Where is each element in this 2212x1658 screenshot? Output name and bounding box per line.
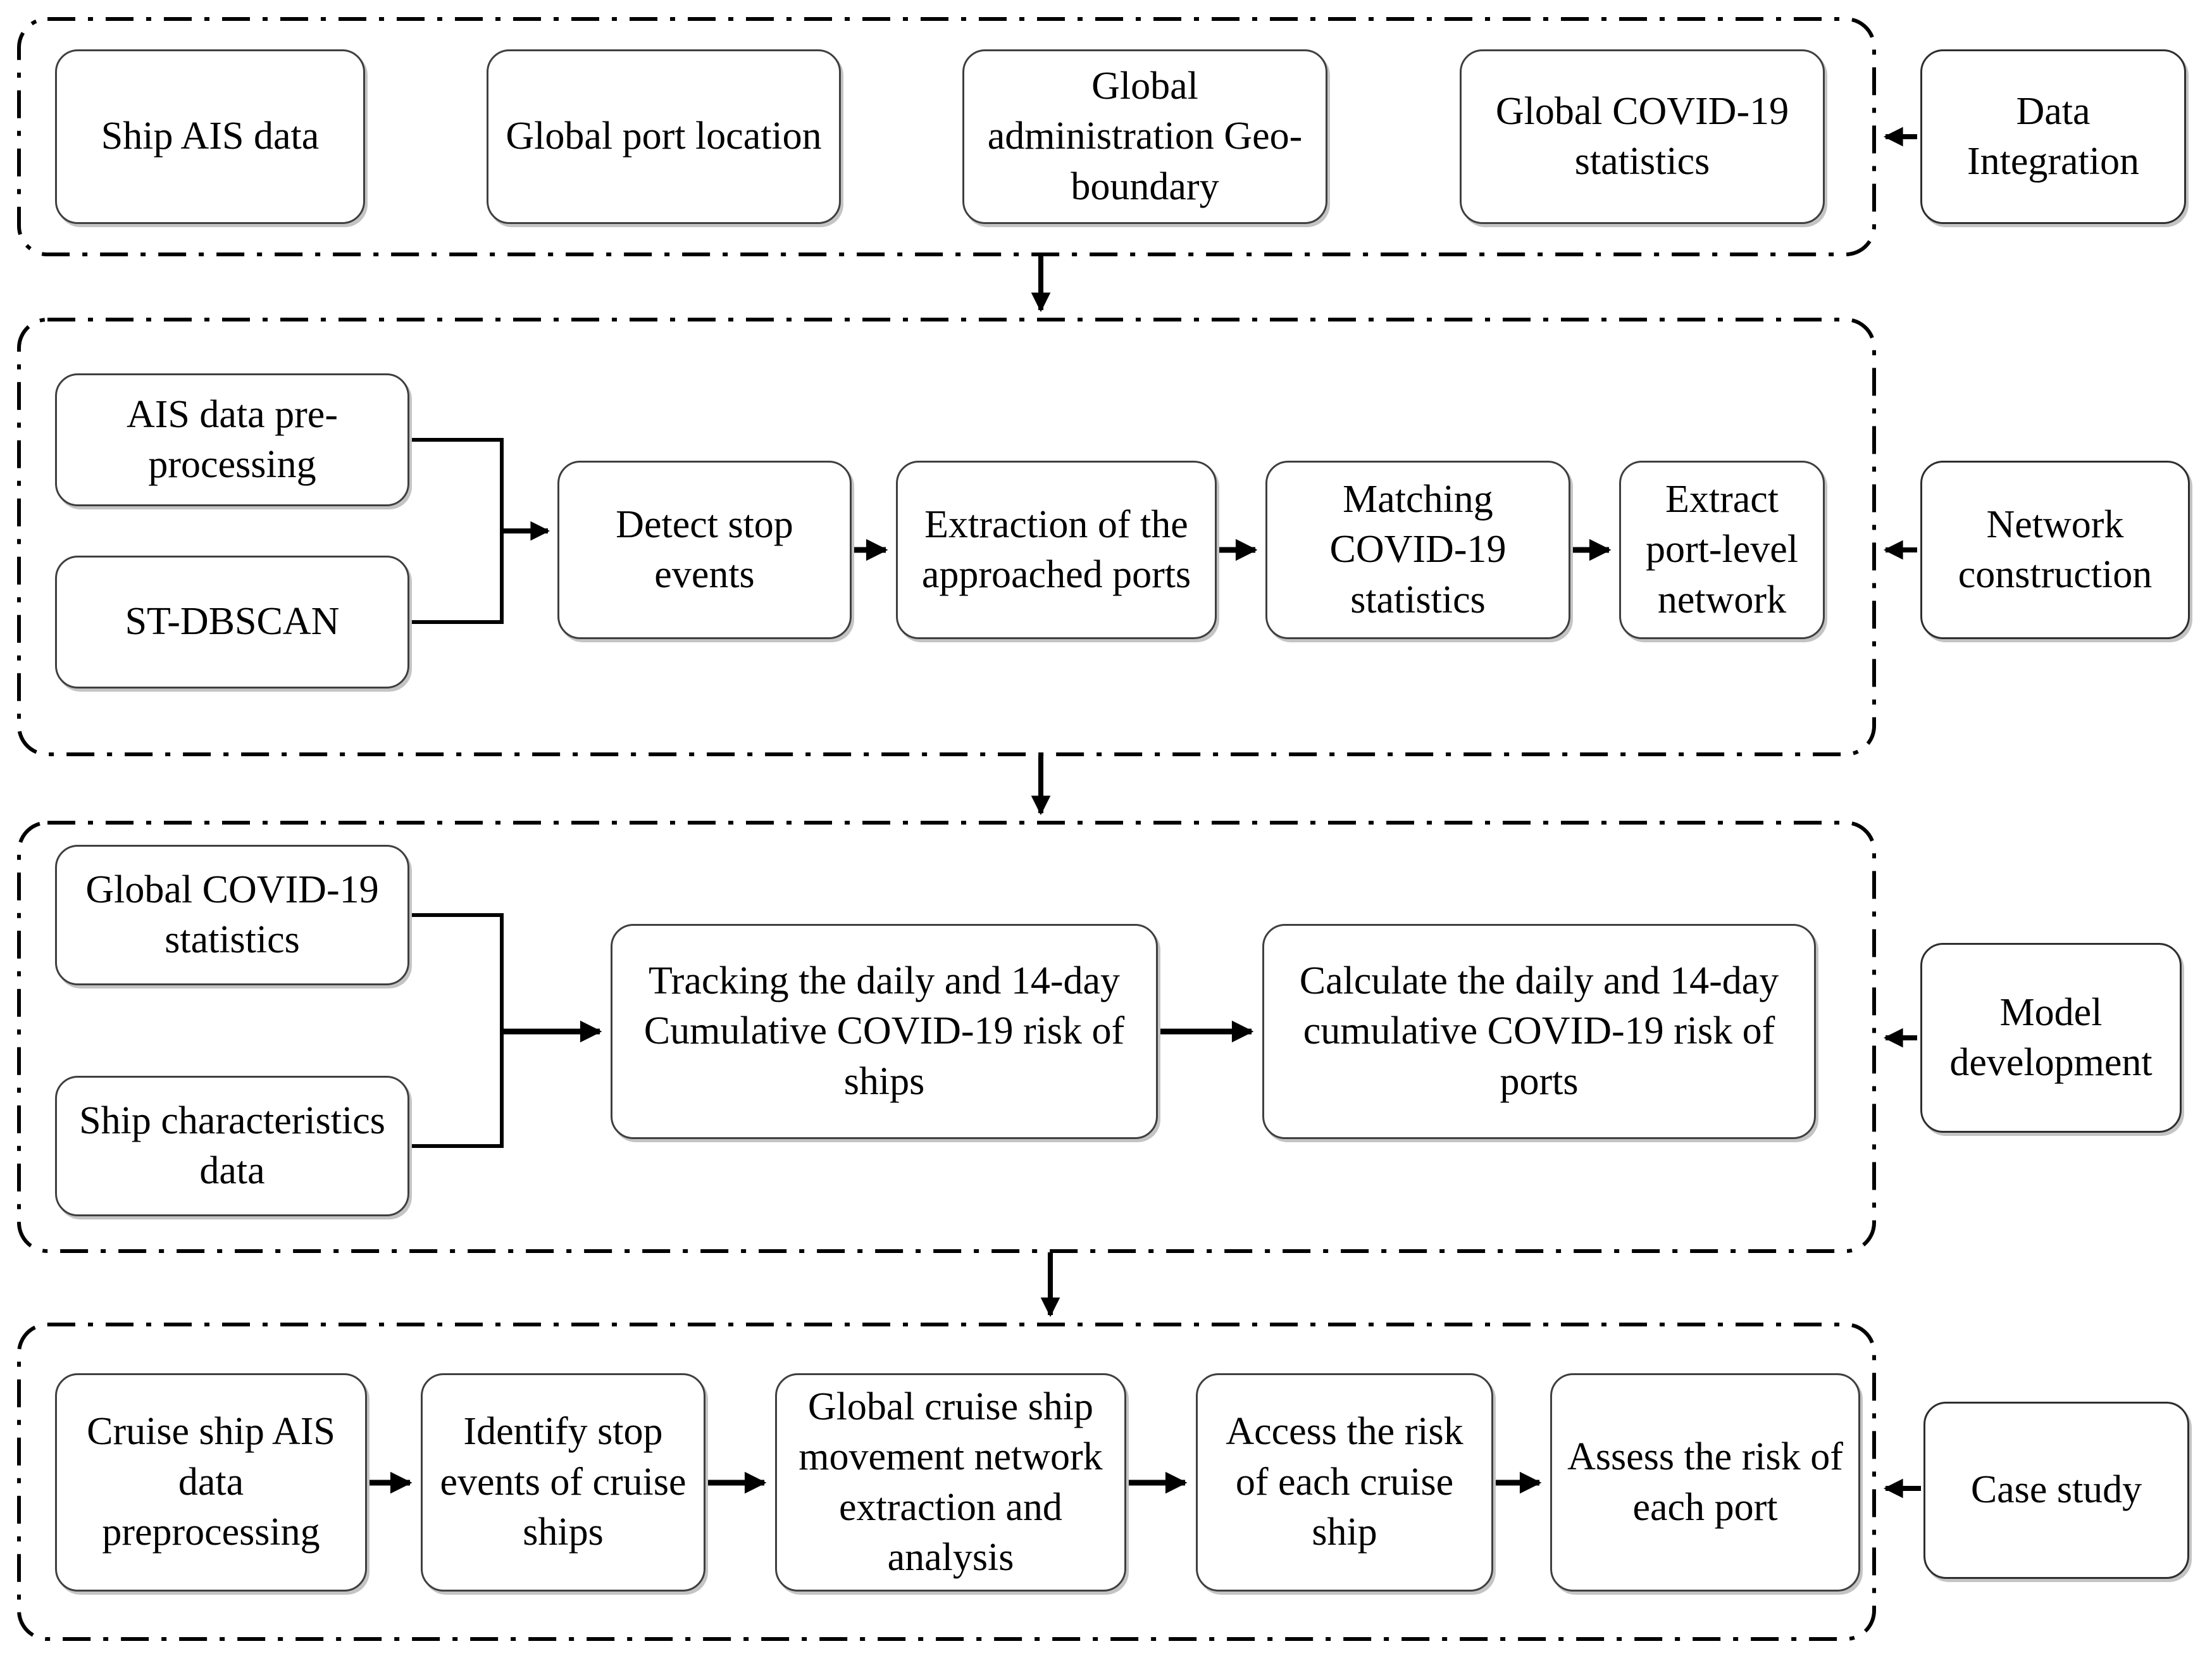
stage-container-network-construction xyxy=(17,318,1876,756)
junction-stage3 xyxy=(409,913,504,1148)
label-model-development: Model development xyxy=(1920,943,2182,1133)
box-global-port-location: Global port location xyxy=(487,49,841,224)
stage-container-case-study xyxy=(17,1323,1876,1641)
box-ship-characteristics-data: Ship characteristics data xyxy=(55,1076,409,1216)
box-ship-ais-data: Ship AIS data xyxy=(55,49,365,224)
box-assess-risk-each-port: Assess the risk of each port xyxy=(1550,1373,1860,1592)
box-global-covid19-statistics-model: Global COVID-19 statistics xyxy=(55,845,409,985)
box-global-covid19-statistics: Global COVID-19 statistics xyxy=(1460,49,1825,224)
box-cruise-movement-network-extraction: Global cruise ship movement network extr… xyxy=(775,1373,1126,1592)
box-global-administration-geo-boundary: Global administration Geo- boundary xyxy=(962,49,1327,224)
label-network-construction: Network construction xyxy=(1920,461,2190,639)
box-access-risk-each-cruise-ship: Access the risk of each cruise ship xyxy=(1196,1373,1493,1592)
box-calculate-port-covid-risk: Calculate the daily and 14-day cumulativ… xyxy=(1262,924,1816,1139)
stage-container-data-integration xyxy=(17,17,1876,256)
label-data-integration: Data Integration xyxy=(1920,49,2186,224)
box-ais-data-preprocessing: AIS data pre- processing xyxy=(55,373,409,506)
junction-stage2 xyxy=(409,438,504,624)
box-detect-stop-events: Detect stop events xyxy=(557,461,852,639)
box-extract-port-level-network: Extract port-level network xyxy=(1619,461,1825,639)
stage-container-model-development xyxy=(17,821,1876,1253)
box-extraction-approached-ports: Extraction of the approached ports xyxy=(896,461,1217,639)
box-tracking-ship-covid-risk: Tracking the daily and 14-day Cumulative… xyxy=(611,924,1158,1139)
box-st-dbscan: ST-DBSCAN xyxy=(55,556,409,689)
box-cruise-ship-ais-preprocessing: Cruise ship AIS data preprocessing xyxy=(55,1373,367,1592)
box-identify-stop-events-cruise: Identify stop events of cruise ships xyxy=(421,1373,705,1592)
label-case-study: Case study xyxy=(1923,1402,2189,1579)
box-matching-covid19-statistics: Matching COVID-19 statistics xyxy=(1265,461,1570,639)
